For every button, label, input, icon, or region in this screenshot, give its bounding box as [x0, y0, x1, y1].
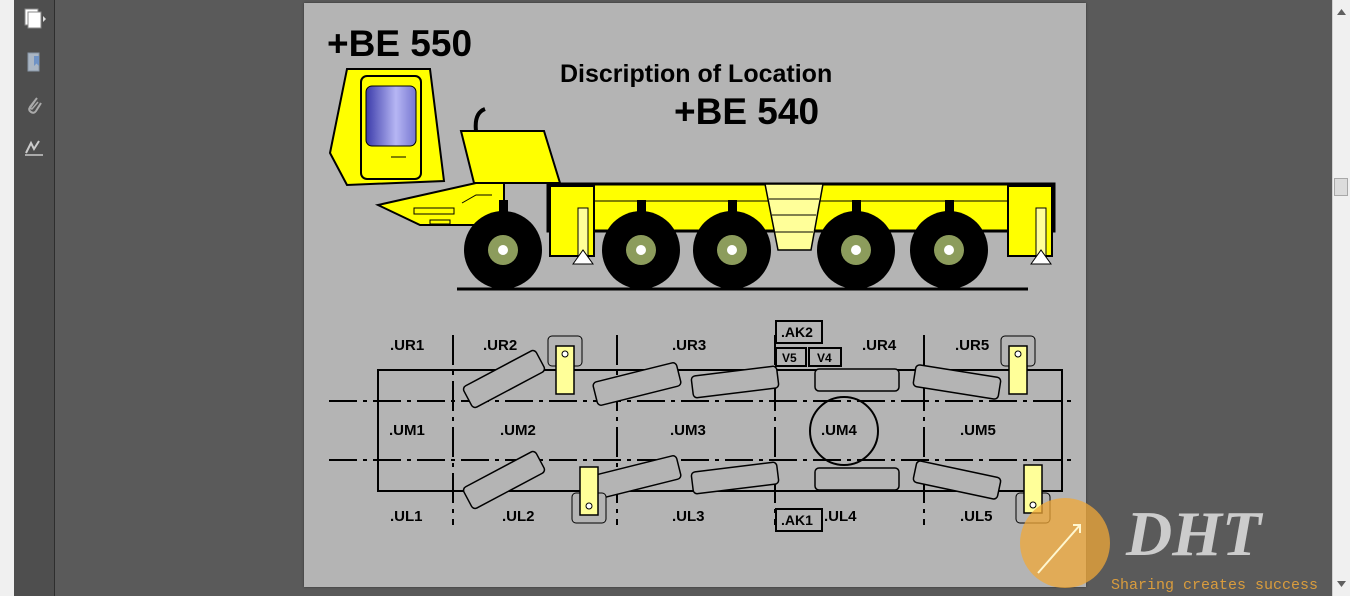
crane-code-label: +BE 540 [674, 91, 819, 132]
axle-post-5 [945, 200, 954, 212]
scroll-down-button[interactable] [1333, 576, 1350, 592]
label-ul4: .UL4 [824, 508, 857, 525]
tyre-lower-3 [690, 461, 780, 495]
label-um4: .UM4 [821, 422, 857, 439]
rear-outrigger-jack [1035, 207, 1047, 257]
window-right-edge [1350, 0, 1366, 596]
signatures-icon [25, 140, 43, 156]
nose-vent [413, 207, 455, 215]
diagram-title: Discription of Location [560, 60, 832, 88]
tyre-upper-5 [912, 364, 1002, 400]
pdf-page: +BE 550 Discription of Location +BE 540 [304, 3, 1086, 587]
bookmarks-icon [27, 52, 40, 72]
location-diagram: +BE 550 Discription of Location +BE 540 [327, 23, 1076, 532]
ak2-box [775, 320, 823, 344]
tyre-lower-1 [462, 450, 546, 510]
exhaust-pipe [473, 107, 486, 132]
chevron-down-icon [1337, 581, 1346, 587]
label-um2: .UM2 [500, 422, 536, 439]
wheel-3 [693, 211, 771, 289]
wheel-1 [464, 211, 542, 289]
front-outrigger-jack [577, 207, 589, 257]
label-ul2: .UL2 [502, 508, 535, 525]
axle-post-1 [499, 200, 508, 212]
nose-step [461, 194, 492, 204]
scroll-up-button[interactable] [1333, 4, 1350, 20]
navigation-pane [14, 0, 55, 596]
cab-window [365, 85, 417, 147]
outrigger-rear-lower [1015, 464, 1051, 524]
axle-post-2 [637, 200, 646, 212]
label-um1: .UM1 [389, 422, 425, 439]
label-um3: .UM3 [670, 422, 706, 439]
label-ul1: .UL1 [390, 508, 423, 525]
tyre-lower-5 [912, 460, 1002, 500]
ak1-label: .AK1 [781, 512, 813, 528]
crane-side-view [328, 68, 1056, 291]
label-ul5: .UL5 [960, 508, 993, 525]
engine-housing [459, 130, 562, 184]
front-outrigger-pad [572, 249, 594, 265]
label-ur5: .UR5 [955, 337, 989, 354]
slewing-ring-plan [809, 396, 879, 466]
tyre-upper-4 [814, 368, 900, 392]
valve-v4-label: V4 [817, 351, 832, 365]
valve-v5-label: V5 [782, 351, 797, 365]
ak1-box [775, 508, 823, 532]
label-ur2: .UR2 [483, 337, 517, 354]
chevron-up-icon [1337, 9, 1346, 15]
label-um5: .UM5 [960, 422, 996, 439]
top-code-label: +BE 550 [327, 23, 472, 64]
pages-icon [24, 8, 46, 29]
wheel-2 [602, 211, 680, 289]
axle-post-3 [728, 200, 737, 212]
tyre-upper-3 [690, 365, 780, 399]
attachments-icon [28, 97, 42, 114]
nose-vent-small [429, 219, 451, 225]
tyre-upper-2 [592, 362, 682, 406]
outrigger-rear-upper [1000, 335, 1036, 395]
slewing-ring [764, 183, 824, 251]
bookmarks-panel-button[interactable] [20, 48, 48, 76]
ak2-label: .AK2 [781, 324, 813, 340]
outrigger-front-lower [571, 466, 607, 524]
tyre-lower-2 [592, 455, 682, 499]
valve-v4-box [808, 347, 842, 367]
valve-v5-box [775, 347, 807, 367]
signatures-panel-button[interactable] [20, 134, 48, 162]
tyre-upper-1 [462, 349, 546, 409]
label-ur3: .UR3 [672, 337, 706, 354]
wheel-5 [910, 211, 988, 289]
scroll-thumb[interactable] [1334, 178, 1348, 196]
label-ur1: .UR1 [390, 337, 424, 354]
label-ul3: .UL3 [672, 508, 705, 525]
tyre-lower-4 [814, 467, 900, 491]
wheel-4 [817, 211, 895, 289]
axle-post-4 [852, 200, 861, 212]
outrigger-front-upper [547, 335, 583, 395]
rear-outrigger-pad [1030, 249, 1052, 265]
label-ur4: .UR4 [862, 337, 897, 354]
window-left-edge [0, 0, 15, 596]
attachments-panel-button[interactable] [20, 91, 48, 119]
pages-panel-button[interactable] [20, 5, 48, 33]
vertical-scrollbar[interactable] [1332, 0, 1350, 596]
location-plan: .AK2 V5 V4 .AK1 .UR1 .UR2 .UR3 .UR4 .UR5… [329, 320, 1076, 532]
